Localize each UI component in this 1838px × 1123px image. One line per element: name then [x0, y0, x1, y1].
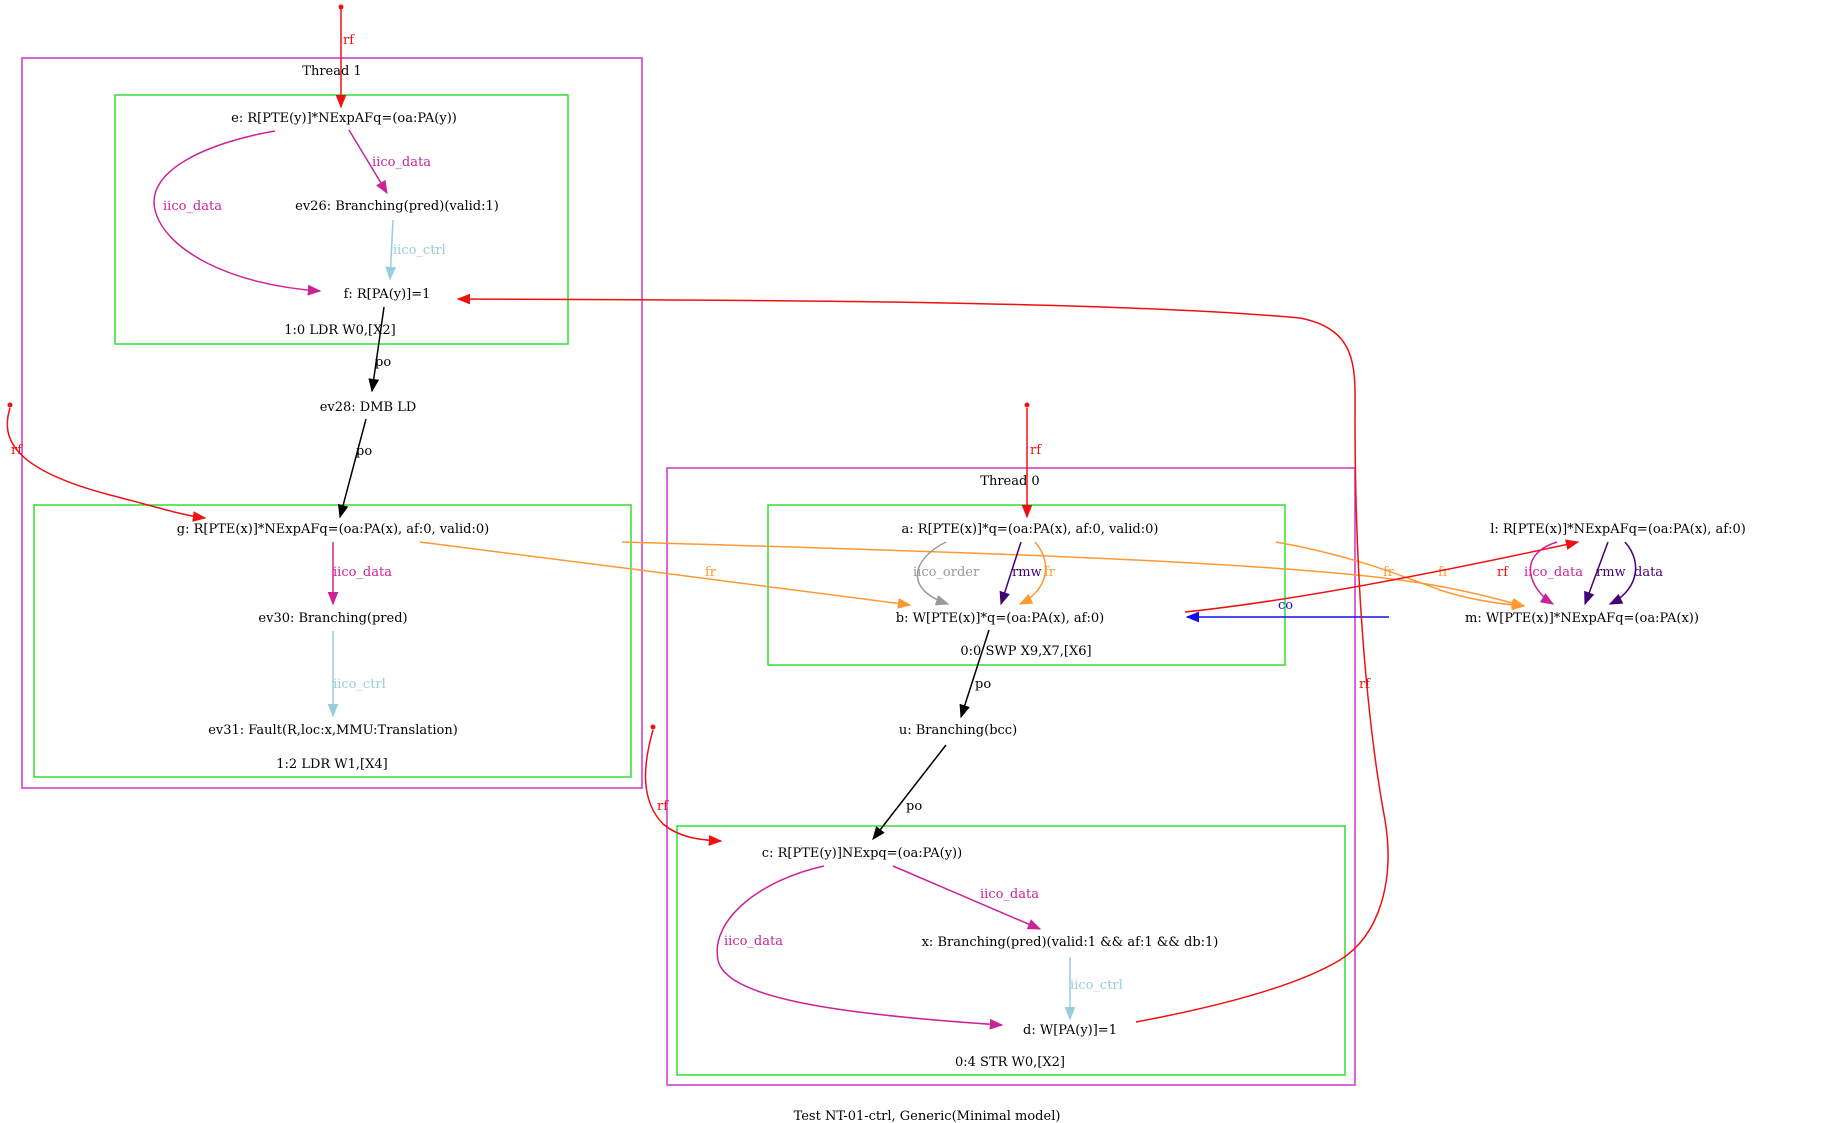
- edge-label-u-c: po: [906, 799, 922, 814]
- edge-label-ev28-g: po: [356, 444, 372, 459]
- edge-ev28-g: [337, 418, 367, 519]
- edge-a-b-rmw: [999, 541, 1022, 606]
- edge-label-a-m: fr: [1438, 565, 1450, 580]
- edge-label-rf-init-c: rf: [657, 799, 669, 814]
- edge-e-ev26: [348, 129, 388, 195]
- edge-label-g-ev30: iico_data: [333, 565, 392, 580]
- edge-label-b-u: po: [975, 677, 991, 692]
- edge-g-m: [621, 541, 1526, 609]
- node-u: u: Branching(bcc): [899, 723, 1017, 738]
- node-ev28: ev28: DMB LD: [320, 400, 417, 415]
- edge-label-ev26-f: iico_ctrl: [393, 243, 446, 258]
- edge-label-x-d: iico_ctrl: [1070, 978, 1123, 993]
- edge-f-ev28: [368, 306, 385, 393]
- edge-l-m-data1: [1529, 541, 1558, 605]
- init-dot-g: [7, 402, 13, 408]
- edge-label-a-b-order: iico_order: [913, 565, 980, 580]
- node-m: m: W[PTE(x)]*NExpAFq=(oa:PA(x)): [1465, 611, 1699, 626]
- node-d: d: W[PA(y)]=1: [1023, 1023, 1117, 1038]
- edge-label-c-d: iico_data: [724, 934, 783, 949]
- edge-label-l-m-rmw: rmw: [1596, 565, 1626, 580]
- edge-label-a-b-rmw: rmw: [1012, 565, 1042, 580]
- edge-label-g-m: fr: [1383, 565, 1395, 580]
- thread0-cluster: [666, 467, 1356, 1086]
- instr-0-0-label: 0:0 SWP X9,X7,[X6]: [960, 644, 1091, 659]
- node-ev30: ev30: Branching(pred): [258, 611, 407, 626]
- edge-label-ev30-ev31: iico_ctrl: [333, 677, 386, 692]
- instr-1-0-cluster: [114, 94, 569, 345]
- instr-0-4-cluster: [676, 825, 1346, 1076]
- instr-1-0-label: 1:0 LDR W0,[X2]: [284, 323, 395, 338]
- node-e: e: R[PTE(y)]*NExpAFq=(oa:PA(y)): [231, 111, 457, 126]
- edge-label-c-x: iico_data: [980, 887, 1039, 902]
- instr-0-4-label: 0:4 STR W0,[X2]: [955, 1055, 1065, 1070]
- node-x: x: Branching(pred)(valid:1 && af:1 && db…: [922, 935, 1219, 950]
- edge-a-b-order: [916, 541, 950, 606]
- edge-rf-init-c: [644, 729, 723, 846]
- instr-1-2-label: 1:2 LDR W1,[X4]: [276, 757, 387, 772]
- edge-c-x: [892, 865, 1042, 930]
- edge-ev26-f: [385, 219, 397, 281]
- edge-u-c: [872, 744, 947, 841]
- node-l: l: R[PTE(x)]*NExpAFq=(oa:PA(x), af:0): [1490, 522, 1746, 537]
- edge-label-e-ev26: iico_data: [372, 155, 431, 170]
- edge-label-l-m-data2: data: [1634, 565, 1663, 580]
- node-c: c: R[PTE(y)]NExpq=(oa:PA(y)): [762, 846, 962, 861]
- node-b: b: W[PTE(x)]*q=(oa:PA(x), af:0): [896, 611, 1104, 626]
- edge-label-d-f: rf: [1359, 677, 1371, 692]
- edge-label-g-b: fr: [705, 565, 717, 580]
- edge-label-a-b-fr: fr: [1044, 565, 1056, 580]
- edge-l-m-rmw: [1584, 541, 1609, 606]
- edge-label-rf-init-g: rf: [11, 443, 23, 458]
- edge-label-l-m-data1: iico_data: [1524, 565, 1583, 580]
- edge-e-f: [153, 130, 322, 296]
- edge-a-m: [1275, 541, 1526, 611]
- edge-d-f: [456, 293, 1389, 1023]
- diagram-caption: Test NT-01-ctrl, Generic(Minimal model): [794, 1109, 1061, 1123]
- node-f: f: R[PA(y)]=1: [344, 287, 431, 302]
- edge-rf-init-g: [6, 407, 207, 522]
- init-dot-c: [650, 724, 656, 730]
- edge-b-u: [959, 629, 990, 719]
- edge-label-rf-init-e: rf: [343, 33, 355, 48]
- thread1-cluster: [21, 57, 643, 789]
- node-ev26: ev26: Branching(pred)(valid:1): [295, 199, 499, 214]
- init-dot-a: [1024, 402, 1030, 408]
- edge-a-b-fr: [1018, 541, 1047, 605]
- node-a: a: R[PTE(x)]*q=(oa:PA(x), af:0, valid:0): [902, 522, 1159, 537]
- edge-c-d: [716, 865, 1004, 1030]
- instr-1-2-cluster: [33, 504, 632, 778]
- edge-label-rf-init-a: rf: [1030, 443, 1042, 458]
- node-ev31: ev31: Fault(R,loc:x,MMU:Translation): [208, 723, 458, 738]
- edge-b-l: [1184, 539, 1580, 613]
- node-g: g: R[PTE(x)]*NExpAFq=(oa:PA(x), af:0, va…: [177, 522, 489, 537]
- edge-label-f-ev28: po: [375, 355, 391, 370]
- edge-label-m-b: co: [1278, 598, 1293, 613]
- thread0-label: Thread 0: [980, 474, 1039, 489]
- init-dot-e: [338, 4, 344, 10]
- edge-g-b: [419, 541, 912, 609]
- edge-l-m-data2: [1608, 541, 1637, 605]
- edge-label-b-l: rf: [1497, 565, 1509, 580]
- edge-label-e-f: iico_data: [163, 199, 222, 214]
- thread1-label: Thread 1: [302, 64, 361, 79]
